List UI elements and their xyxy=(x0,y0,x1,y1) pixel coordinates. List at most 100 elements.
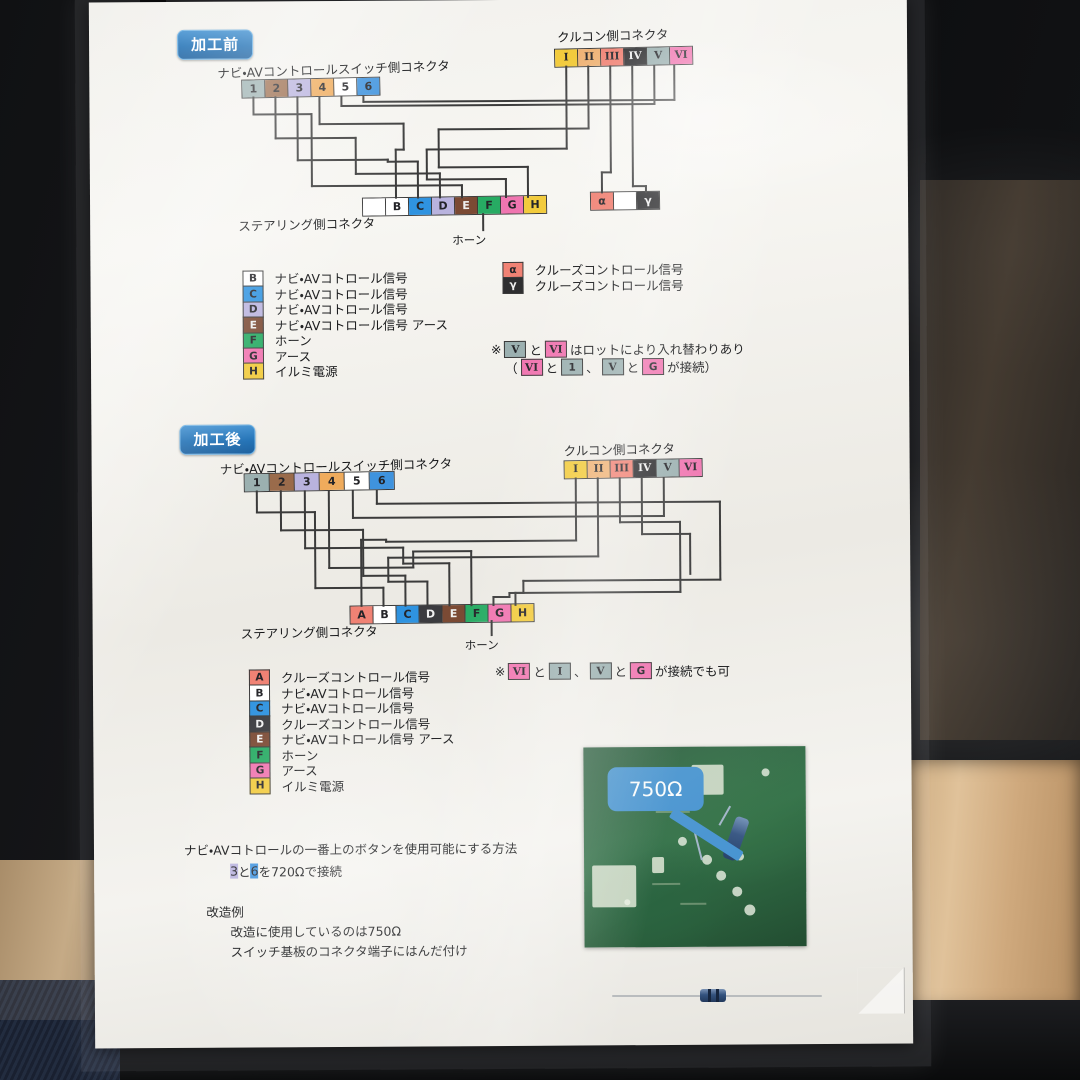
connector-pin[interactable]: α xyxy=(590,192,615,210)
connector-pin[interactable]: D xyxy=(431,197,456,215)
connector-pin[interactable]: E xyxy=(454,196,479,215)
wire-segment xyxy=(631,65,635,188)
wire-segment xyxy=(522,578,722,583)
note-chip-v: V xyxy=(589,662,612,680)
connector-pin[interactable]: 1 xyxy=(242,80,266,98)
connector-pin[interactable]: V xyxy=(646,47,671,65)
wire-segment xyxy=(304,546,405,550)
note-text: と xyxy=(533,664,546,680)
after-horn-leader xyxy=(490,620,493,637)
bottom-text: を720Ωで接続 xyxy=(258,863,343,880)
wire-segment xyxy=(328,566,415,570)
connector-pin[interactable]: 4 xyxy=(311,78,335,97)
connector-pin[interactable]: II xyxy=(577,48,602,67)
legend-swatch: H xyxy=(243,362,265,380)
connector-pin[interactable]: F xyxy=(465,604,489,623)
connector-pin[interactable]: IV xyxy=(623,47,648,66)
connector-pin[interactable]: E xyxy=(442,605,466,623)
connector-pin[interactable]: I xyxy=(554,49,579,67)
connector-pin[interactable]: G xyxy=(500,196,525,214)
wire-segment xyxy=(318,96,321,126)
wire-segment xyxy=(574,477,578,542)
wire-segment xyxy=(404,574,407,607)
wire-segment xyxy=(460,184,464,199)
wire-segment xyxy=(340,103,656,108)
wire-segment xyxy=(641,532,692,536)
legend-swatch: B xyxy=(248,684,271,701)
connector-pin[interactable]: 6 xyxy=(357,77,380,96)
connector-pin[interactable]: 3 xyxy=(294,473,320,491)
wire-segment xyxy=(310,113,314,188)
connector-pin[interactable]: D xyxy=(419,605,443,623)
connector-pin[interactable]: 4 xyxy=(319,472,345,491)
wire-segment xyxy=(255,511,317,514)
wire-segment xyxy=(279,490,283,532)
wire-segment xyxy=(386,160,420,163)
before-horn-label: ホーン xyxy=(452,233,487,248)
connector-pin[interactable]: γ xyxy=(636,191,660,210)
wire-segment xyxy=(314,586,385,590)
wire-segment xyxy=(565,65,569,150)
connector-pin[interactable]: 5 xyxy=(344,472,370,490)
connector-pin[interactable]: 5 xyxy=(334,78,358,96)
wire-segment xyxy=(255,490,259,514)
before-cruise-connector-title: クルコン側コネクタ xyxy=(556,26,669,45)
wire-segment xyxy=(394,148,398,199)
wire-segment xyxy=(437,128,441,169)
connector-pin[interactable]: III xyxy=(600,48,625,66)
note-mark: ※ xyxy=(494,663,506,680)
wire-segment xyxy=(504,177,508,199)
wire-segment xyxy=(387,580,429,583)
connector-pin[interactable]: 3 xyxy=(288,79,312,97)
connector-pin[interactable]: F xyxy=(477,196,502,214)
connector-pin[interactable]: 1 xyxy=(244,473,270,492)
connector-pin[interactable]: VI xyxy=(669,46,693,65)
connector-pin[interactable]: C xyxy=(408,197,433,215)
pin-chip-6: 6 xyxy=(250,863,259,879)
wire-segment xyxy=(640,477,644,536)
wire-segment xyxy=(492,596,495,607)
wire-segment xyxy=(296,96,300,162)
connector-pin[interactable] xyxy=(613,192,638,210)
connector-pin[interactable]: VI xyxy=(679,459,702,477)
connector-pin[interactable]: 2 xyxy=(265,79,289,98)
wire-segment xyxy=(438,172,442,199)
wire-segment xyxy=(387,556,390,583)
before-horn-leader xyxy=(482,213,485,232)
bottom-line-1: ナビ・AVコトロールの一番上のボタンを使用可能にする方法 xyxy=(183,840,518,858)
wire-segment xyxy=(678,520,682,594)
connector-pin[interactable]: I xyxy=(564,460,588,479)
wire-segment xyxy=(362,574,407,578)
note-chip-v: V xyxy=(601,358,624,376)
note-chip-vi: VI xyxy=(508,662,531,680)
connector-pin[interactable]: 6 xyxy=(369,471,394,490)
wire-segment xyxy=(618,520,682,524)
connector-pin[interactable]: II xyxy=(587,460,611,478)
legend-swatch: C xyxy=(242,285,264,302)
note-text: と xyxy=(614,664,627,680)
connector-pin[interactable]: H xyxy=(523,195,547,214)
connector-pin[interactable]: C xyxy=(396,605,420,623)
note-text: と xyxy=(529,342,542,358)
wire-segment xyxy=(596,477,600,558)
wire-segment xyxy=(360,538,363,608)
connector-pin[interactable]: H xyxy=(511,604,534,622)
connector-pin[interactable]: III xyxy=(610,460,634,478)
connector-pin[interactable]: 2 xyxy=(269,473,295,491)
connector-pin[interactable]: V xyxy=(656,459,680,477)
wire-segment xyxy=(587,65,590,130)
note-text: 、 xyxy=(586,360,599,376)
wire-segment xyxy=(360,538,388,542)
connector-pin[interactable]: IV xyxy=(633,459,657,478)
connector-pin[interactable]: B xyxy=(385,197,410,216)
